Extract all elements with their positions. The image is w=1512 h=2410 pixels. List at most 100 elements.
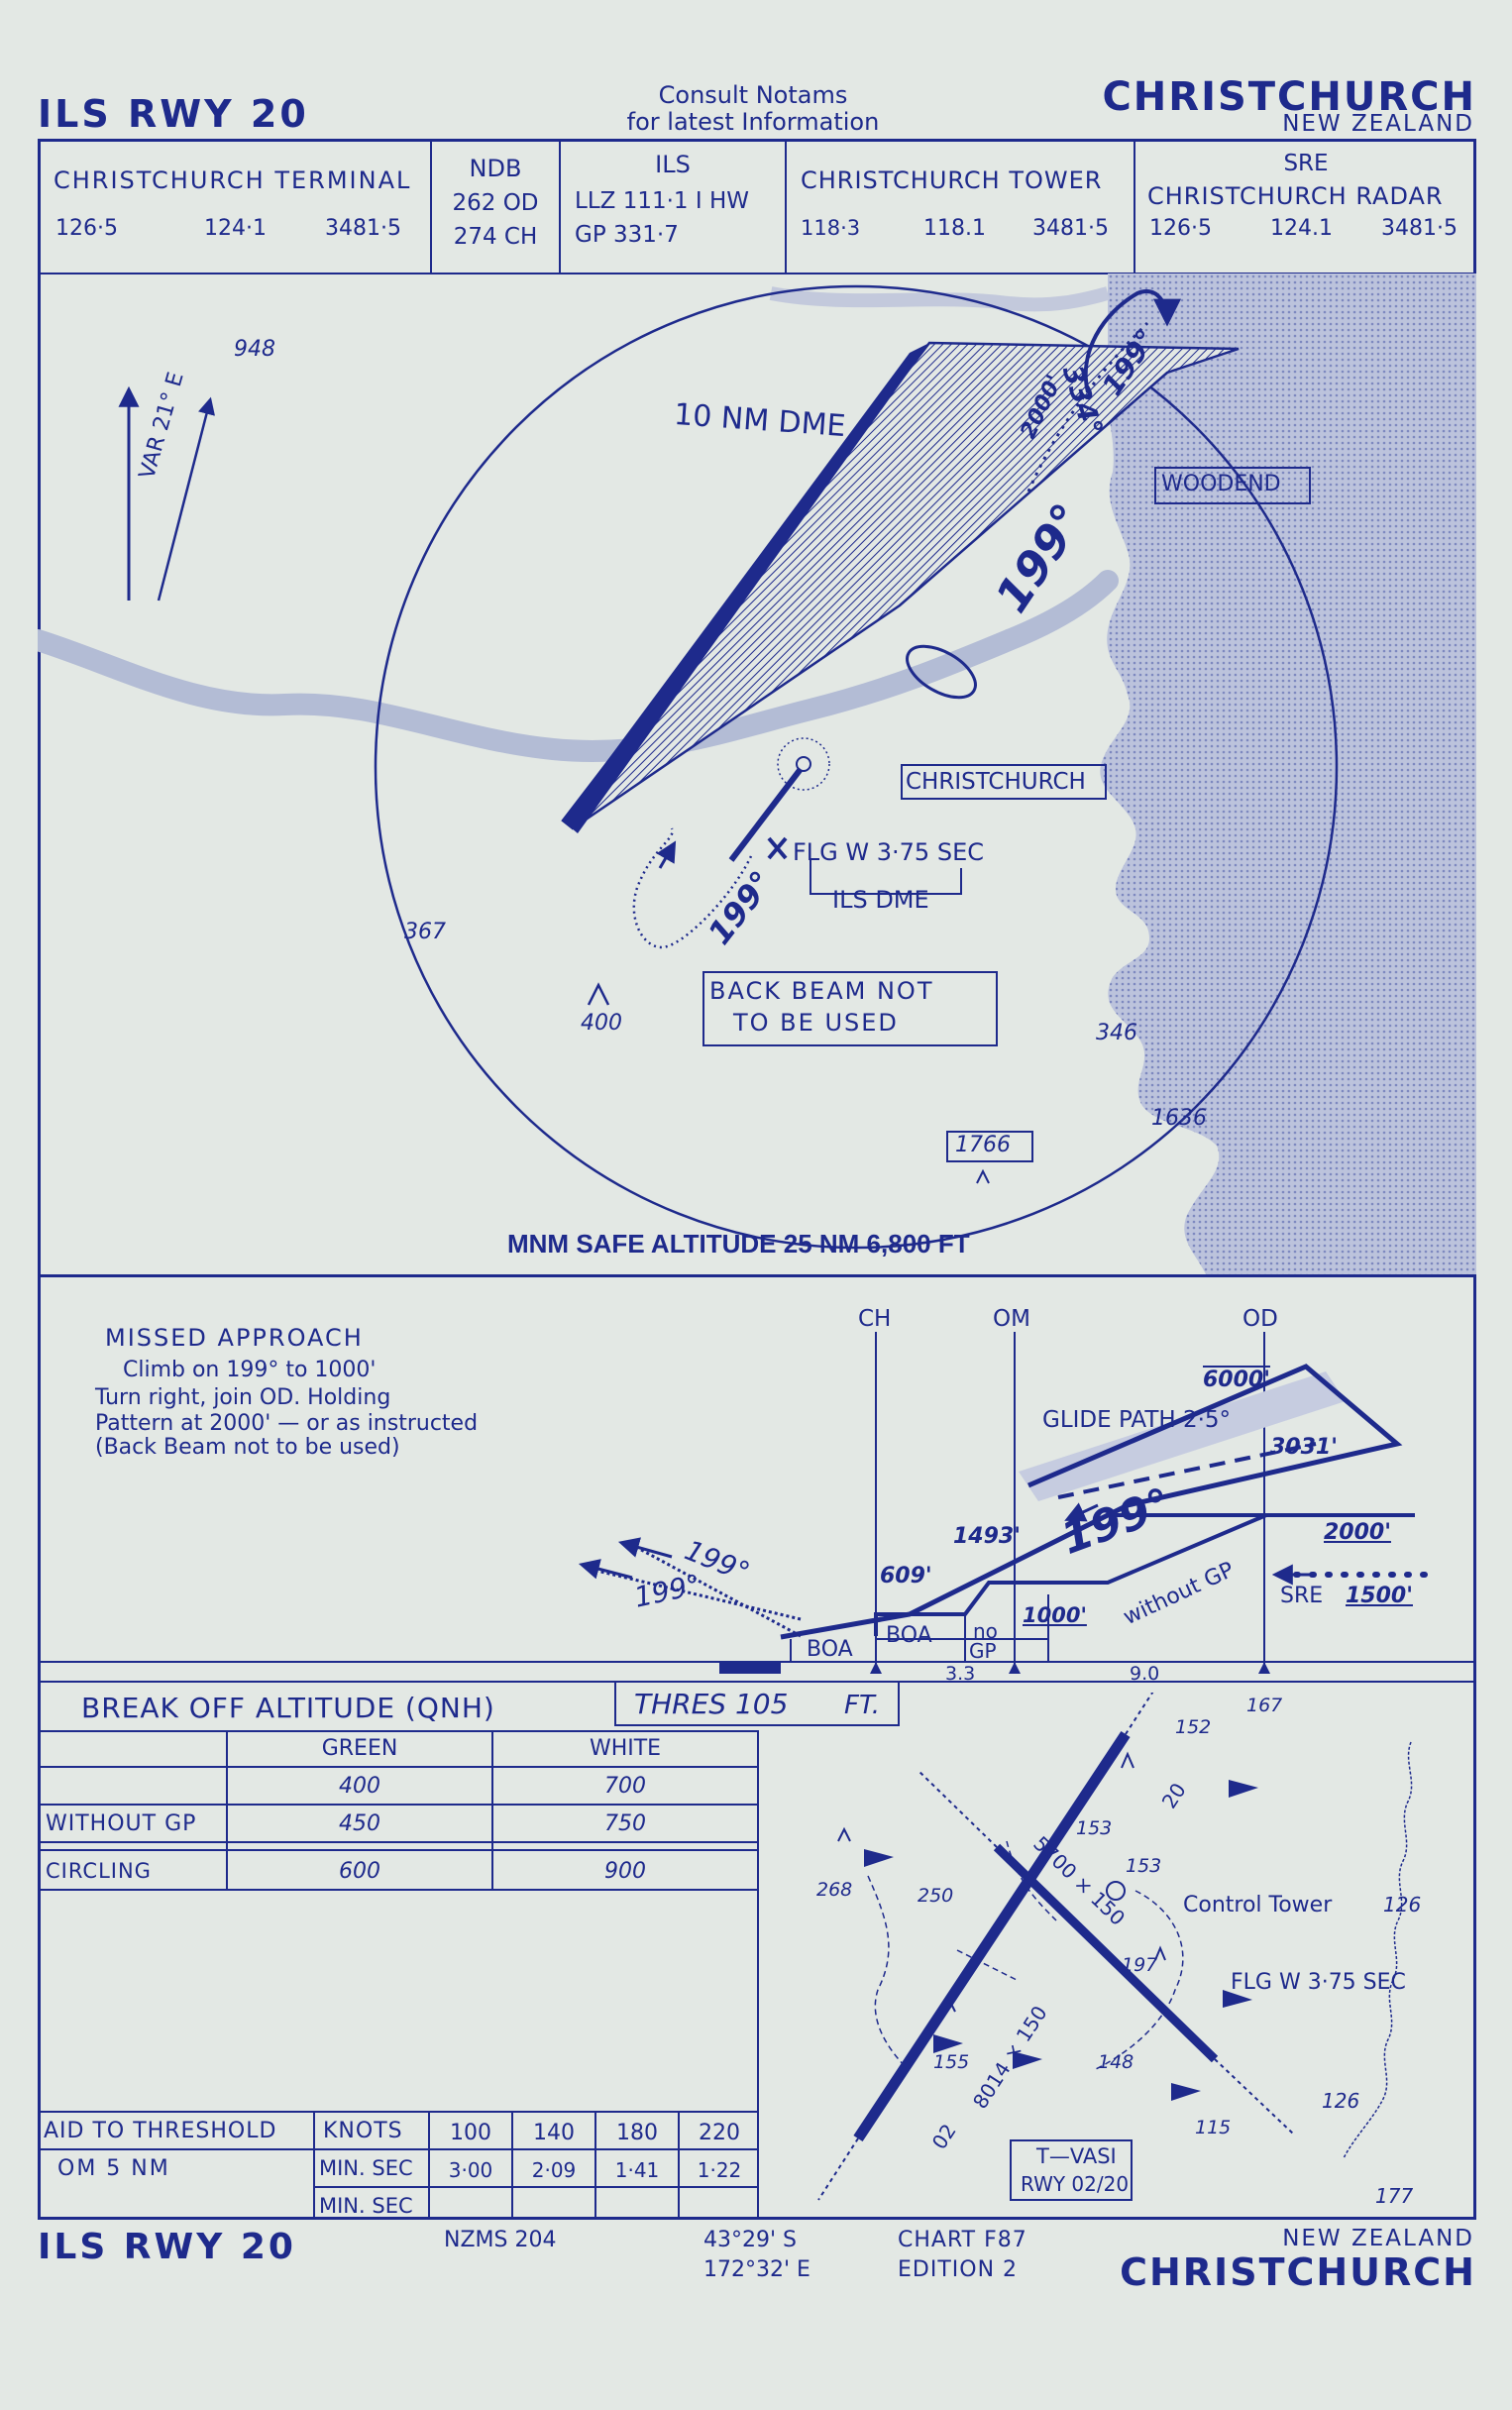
elev-1636: 1636 [1151,1106,1207,1131]
boa-2: BOA [886,1623,932,1648]
back-beam-box [702,971,998,1046]
airport-flg: FLG W 3·75 SEC [1231,1970,1406,1995]
elev-400: 400 [581,1011,622,1036]
airport-name: CHRISTCHURCH [1102,74,1476,120]
runway-02-20 [853,1730,1131,2142]
control-tower: Control Tower [1183,1893,1333,1917]
radar-freq-1: 126·5 [1149,216,1212,241]
speed-100: 100 [450,2121,491,2145]
elev-346: 346 [1096,1021,1137,1045]
boa-1: BOA [807,1637,853,1662]
alt-609: 609' [880,1564,932,1588]
ap-177: 177 [1375,2184,1414,2208]
ap-126a: 126 [1383,1893,1422,1917]
terminal-name: CHRISTCHURCH TERMINAL [54,166,412,194]
row2-white: 750 [604,1811,646,1836]
ap-152: 152 [1175,1716,1212,1738]
tower-freq-1: 118·3 [801,216,861,240]
missed-line4: (Back Beam not to be used) [95,1435,400,1460]
row1-white: 700 [604,1774,646,1799]
outer-marker [906,644,977,700]
ndb-od: 262 OD [452,190,539,216]
time-180: 1·41 [614,2158,660,2182]
aid-label: AID TO THRESHOLD [44,2119,277,2143]
ap-148: 148 [1098,2051,1134,2073]
row2-green: 450 [339,1811,380,1836]
terminal-freq-3: 3481·5 [325,216,401,241]
speed-140: 140 [533,2121,575,2145]
ap-115: 115 [1195,2117,1232,2138]
ap-268: 268 [816,1879,853,1901]
woodend-label: WOODEND [1161,472,1281,496]
alt-6000: 6000' [1203,1368,1270,1392]
footer-country: NEW ZEALAND [1282,2226,1474,2251]
fix-ch: CH [858,1306,892,1332]
footer-lat: 43°29' S [703,2228,797,2252]
no-gp-1: no [973,1619,998,1643]
obstacle-1766-box [946,1131,1033,1162]
river-north [769,286,1110,312]
back-beam-2: TO BE USED [733,1009,899,1037]
footer-edition: EDITION 2 [898,2257,1019,2282]
ap-153b: 153 [1126,1855,1162,1877]
aid-minsec-2: MIN. SEC [319,2194,413,2218]
elev-948: 948 [234,337,275,362]
speed-180: 180 [616,2121,658,2145]
airport-diagram [817,1693,1413,2201]
elev-367: 367 [404,920,446,944]
terminal-freq-2: 124·1 [204,216,267,241]
missed-line3: Pattern at 2000' — or as instructed [95,1411,479,1436]
footer-nzms: NZMS 204 [444,2228,557,2252]
time-220: 1·22 [697,2158,742,2182]
tower-freq-2: 118.1 [923,216,986,241]
row3-green: 600 [339,1859,380,1884]
ndb-ch: 274 CH [453,224,538,250]
sea-area [1100,274,1476,1276]
radar-freq-3: 3481·5 [1381,216,1458,241]
footer-lon: 172°32' E [703,2257,810,2282]
time-140: 2·09 [531,2158,577,2182]
time-100: 3·00 [448,2158,493,2182]
fix-od: OD [1242,1306,1278,1332]
back-beam-1: BACK BEAM NOT [709,977,934,1005]
airport-beacon-label: FLG W 3·75 SEC [793,838,984,866]
minima-title: BREAK OFF ALTITUDE (QNH) [81,1692,495,1724]
alt-1500: 1500' [1346,1584,1413,1608]
ils-dme-label: ILS DME [832,886,929,914]
speed-220: 220 [699,2121,740,2145]
ap-126b: 126 [1322,2089,1360,2113]
ils-gp: GP 331·7 [575,222,679,248]
footer-chart: CHART F87 [898,2228,1027,2252]
alt-1493: 1493' [953,1524,1021,1549]
terminal-freq-1: 126·5 [55,216,118,241]
tower-freq-3: 3481·5 [1032,216,1109,241]
col-white: WHITE [589,1736,662,1761]
christchurch-ndb-label: CHRISTCHURCH [906,769,1086,795]
sre-label: SRE [1280,1584,1324,1608]
aid-minsec: MIN. SEC [319,2156,413,2180]
ap-153a: 153 [1076,1817,1113,1839]
tvasi-label-2: RWY 02/20 [1021,2172,1130,2196]
missed-line2: Turn right, join OD. Holding [95,1385,391,1410]
ap-250: 250 [918,1885,954,1907]
tower-name: CHRISTCHURCH TOWER [801,166,1103,194]
aid-knots: KNOTS [323,2119,403,2143]
radar-sre: SRE [1283,151,1329,176]
river [38,570,1119,762]
aid-om: OM 5 NM [57,2156,170,2181]
runway-cross [993,1843,1219,2063]
missed-title: MISSED APPROACH [105,1324,364,1352]
notams-line2: for latest Information [626,108,880,136]
ap-155: 155 [933,2051,970,2073]
dme-arc-10nm [374,284,1339,1250]
row3-white: 900 [604,1859,646,1884]
radar-freq-2: 124.1 [1270,216,1333,241]
notams-line1: Consult Notams [658,81,848,109]
christchurch-box [901,764,1107,800]
woodend-box [1154,467,1311,504]
alt-1000: 1000' [1023,1603,1087,1627]
row3-label: CIRCLING [46,1859,152,1883]
ils-llz: LLZ 111·1 I HW [575,188,749,214]
tvasi-label-1: T—VASI [1036,2144,1117,2168]
plan-view [38,274,1476,1276]
